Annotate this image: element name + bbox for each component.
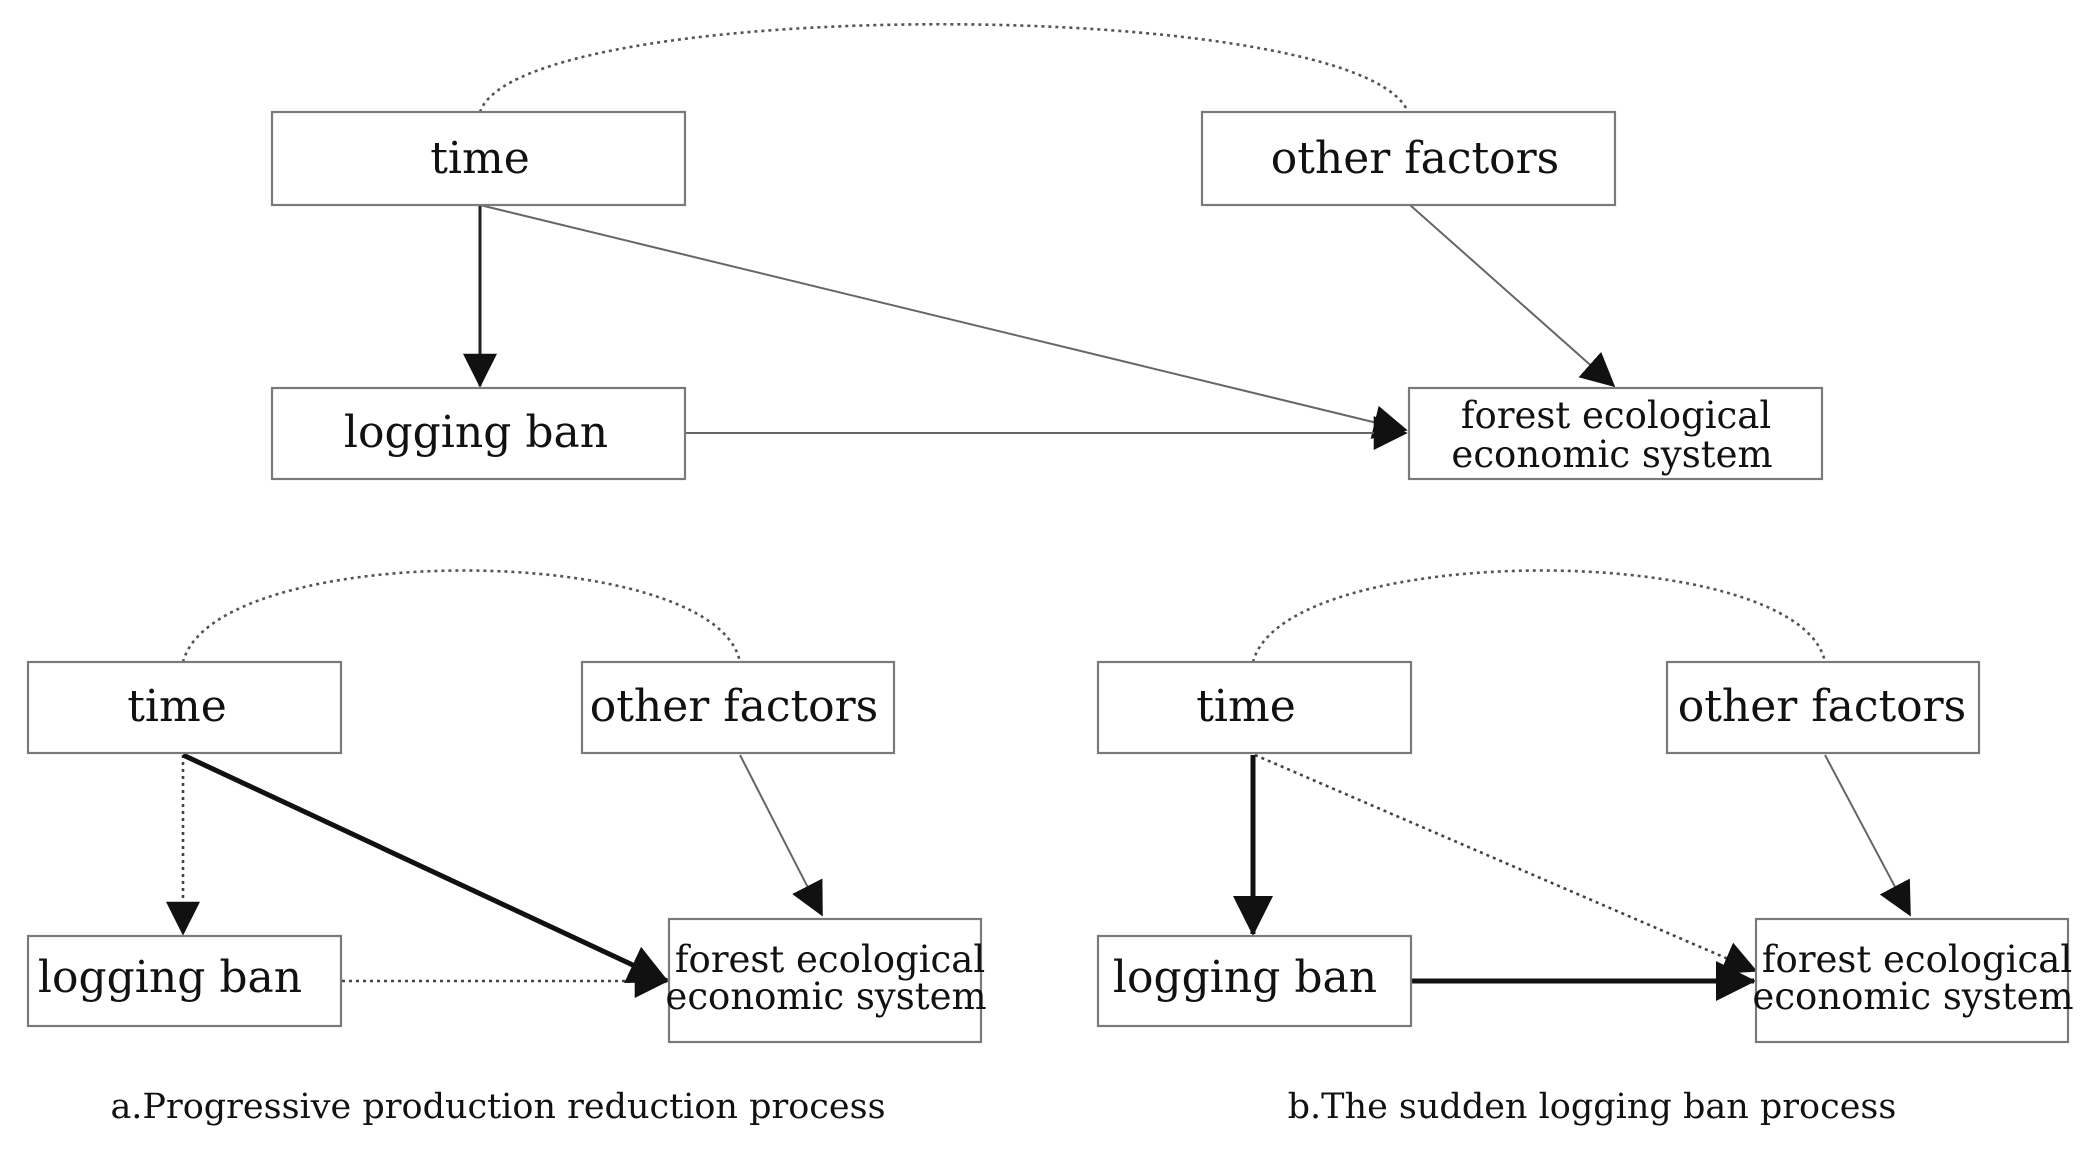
node-logging-ban-top-label: logging ban [344, 407, 608, 458]
edge-time-to-forest-top [479, 204, 1408, 439]
dotted-link-time-other-b [1251, 569, 1827, 663]
node-other-factors-b: other factors [1665, 660, 1981, 755]
node-forest-b: forest ecological economic system [1752, 917, 2074, 1044]
node-time-top-label: time [430, 133, 530, 184]
node-other-factors-a: other factors [580, 660, 896, 755]
node-forest-top: forest ecological economic system [1407, 386, 1824, 481]
edge-other-to-forest-top [1409, 204, 1616, 388]
node-forest-a: forest ecological economic system [665, 917, 987, 1044]
diagram-top: time other factors logging ban forest ec… [270, 22, 1824, 481]
diagram-b: time other factors logging ban forest ec… [1096, 569, 2074, 1127]
edge-time-to-forest-a [181, 752, 669, 984]
node-forest-b-label-1: forest ecological [1762, 938, 2072, 981]
edge-other-to-forest-a [739, 754, 823, 917]
node-forest-top-label-1: forest ecological [1461, 394, 1771, 437]
node-logging-ban-a-label: logging ban [38, 952, 302, 1003]
node-forest-a-label-1: forest ecological [675, 938, 985, 981]
node-other-factors-top: other factors [1200, 110, 1617, 207]
node-logging-ban-top: logging ban [270, 386, 687, 481]
node-forest-top-label-2: economic system [1451, 433, 1772, 476]
dotted-link-time-other-top [478, 22, 1410, 113]
node-logging-ban-b: logging ban [1096, 934, 1413, 1028]
edge-other-to-forest-b [1824, 754, 1911, 917]
node-other-factors-top-label: other factors [1271, 133, 1560, 184]
node-other-factors-a-label: other factors [590, 681, 879, 732]
diagram-a: time other factors logging ban forest ec… [26, 569, 987, 1127]
node-forest-b-label-2: economic system [1752, 975, 2073, 1018]
node-logging-ban-b-label: logging ban [1113, 952, 1377, 1003]
caption-b: b.The sudden logging ban process [1288, 1087, 1897, 1127]
node-time-a: time [26, 660, 343, 755]
node-time-a-label: time [127, 681, 227, 732]
node-logging-ban-a: logging ban [26, 934, 343, 1028]
node-time-b-label: time [1196, 681, 1296, 732]
node-time-top: time [270, 110, 687, 207]
caption-a: a.Progressive production reduction proce… [110, 1087, 885, 1127]
node-time-b: time [1096, 660, 1413, 755]
dotted-link-time-other-a [181, 569, 742, 663]
node-forest-a-label-2: economic system [665, 975, 986, 1018]
node-other-factors-b-label: other factors [1678, 681, 1967, 732]
